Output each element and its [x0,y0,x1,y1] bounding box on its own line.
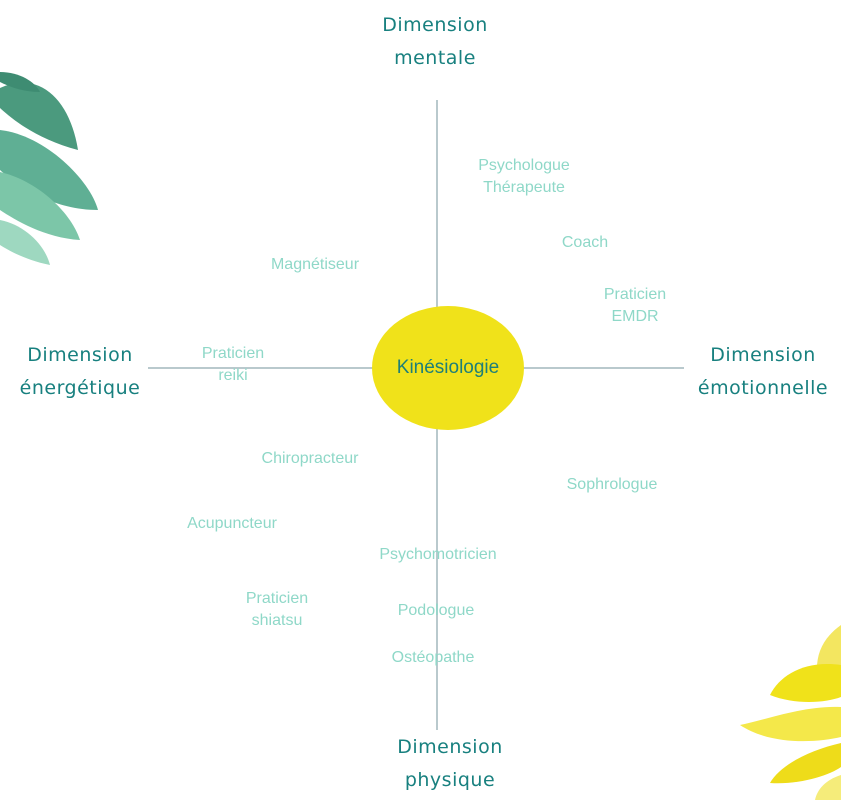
dimension-left-line2: énergétique [19,377,141,399]
dimension-top-line1: Dimension [382,14,488,36]
practitioner-sophrologue: Sophrologue [535,474,689,496]
dimension-right: Dimension émotionnelle [685,339,841,405]
horizontal-axis-right [522,367,684,369]
practitioner-podologue-label: Podologue [397,602,475,619]
practitioner-chiropracteur-label: Chiropracteur [261,450,359,467]
practitioner-magnetiseur: Magnétiseur [240,254,390,276]
dimension-bottom-line2: physique [404,769,496,791]
practitioner-acupuncteur-label: Acupuncteur [187,515,277,532]
practitioner-sophrologue-label: Sophrologue [566,476,658,493]
practitioner-psychomotricien: Psychomotricien [348,544,528,566]
practitioner-emdr-line2: EMDR [611,308,659,325]
practitioner-osteopathe: Ostéopathe [362,647,504,669]
dimension-top: Dimension mentale [365,9,505,75]
practitioner-reiki-line1: Praticien [201,345,265,362]
vertical-axis-top [436,100,438,310]
practitioner-shiatsu: Praticien shiatsu [222,588,332,632]
practitioner-psychomotricien-label: Psychomotricien [379,546,497,563]
practitioner-shiatsu-line2: shiatsu [251,612,303,629]
dimension-right-line1: Dimension [710,344,816,366]
green-leaves-decoration [0,72,98,265]
dimension-right-line2: émotionnelle [697,377,829,399]
vertical-axis-bottom [436,428,438,730]
dimension-left-line1: Dimension [27,344,133,366]
practitioner-reiki: Praticien reiki [178,343,288,387]
dimension-left: Dimension énergétique [5,339,155,405]
practitioner-shiatsu-line1: Praticien [245,590,309,607]
practitioner-psychologue-line1: Psychologue [478,157,570,174]
practitioner-coach: Coach [530,232,640,254]
practitioner-osteopathe-label: Ostéopathe [391,649,475,666]
dimension-top-line2: mentale [394,47,476,69]
center-node-kinesiologie: Kinésiologie [372,306,524,430]
horizontal-axis-left [148,367,374,369]
practitioner-chiropracteur: Chiropracteur [225,448,395,470]
practitioner-magnetiseur-label: Magnétiseur [270,256,360,273]
practitioner-emdr-line1: Praticien [603,286,667,303]
dimension-bottom-line1: Dimension [397,736,503,758]
practitioner-psychologue-line2: Thérapeute [483,179,565,196]
practitioner-emdr: Praticien EMDR [580,284,690,328]
practitioner-reiki-line2: reiki [218,367,248,384]
practitioner-psychologue: Psychologue Thérapeute [452,155,596,199]
practitioner-coach-label: Coach [561,234,609,251]
dimension-bottom: Dimension physique [380,731,520,797]
yellow-leaves-decoration [740,625,841,800]
center-label: Kinésiologie [396,357,500,378]
practitioner-podologue: Podologue [365,600,507,622]
practitioner-acupuncteur: Acupuncteur [155,513,309,535]
